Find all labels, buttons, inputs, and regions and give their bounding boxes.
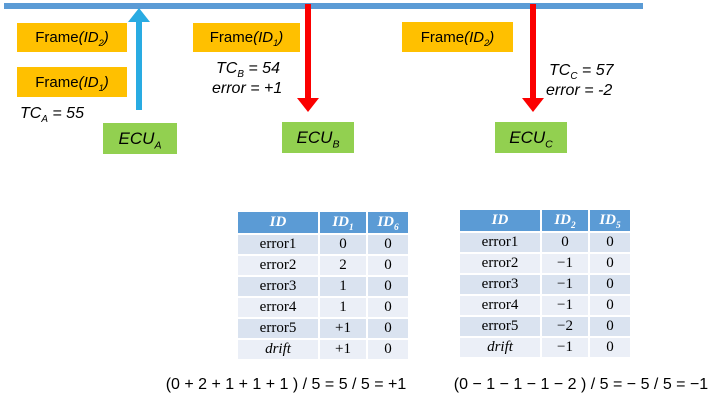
row-label-cell: drift — [460, 338, 540, 357]
header-cell: ID2 — [542, 210, 588, 231]
row-label-cell: error4 — [238, 298, 318, 317]
header-cell: ID1 — [320, 212, 366, 233]
value-cell: 0 — [590, 275, 630, 294]
ecu-label: ECUC — [509, 127, 553, 150]
table-row: error1 0 0 — [460, 233, 630, 252]
value-cell: 0 — [368, 319, 408, 338]
value-cell: 0 — [590, 317, 630, 336]
value-cell: −1 — [542, 254, 588, 273]
frame-box-a-id1: Frame(ID1) — [17, 67, 127, 97]
row-label-cell: error5 — [238, 319, 318, 338]
ecu-c-arrow-head-icon — [522, 98, 544, 112]
ecu-a-box: ECUA — [103, 123, 177, 154]
error-b-label: error = +1 — [212, 80, 283, 97]
frame-box-b-id1: Frame(ID1) — [193, 23, 300, 52]
value-cell: 0 — [368, 277, 408, 296]
table-row: error2 2 0 — [238, 256, 408, 275]
frame-label: Frame(ID1) — [209, 29, 284, 48]
value-cell: +1 — [320, 319, 366, 338]
frame-box-c-id2: Frame(ID2) — [402, 22, 513, 52]
ecu-a-arrow-head-icon — [128, 8, 150, 22]
header-cell: ID6 — [368, 212, 408, 233]
row-label-cell: error3 — [460, 275, 540, 294]
table-row: error5 +1 0 — [238, 319, 408, 338]
value-cell: 0 — [542, 233, 588, 252]
value-cell: 0 — [590, 296, 630, 315]
drift-formula-c: (0 − 1 − 1 − 1 − 2 ) / 5 = − 5 / 5 = −1 — [453, 376, 709, 393]
table-row: error3 1 0 — [238, 277, 408, 296]
value-cell: 1 — [320, 277, 366, 296]
value-cell: −2 — [542, 317, 588, 336]
row-label-cell: error2 — [460, 254, 540, 273]
row-label-cell: drift — [238, 340, 318, 359]
error-table-c: ID ID2 ID5 error1 0 0 error2 −1 0 error3… — [458, 208, 632, 359]
value-cell: 1 — [320, 298, 366, 317]
tc-b-label: TCB = 54 — [216, 60, 280, 81]
table-header-row: ID ID1 ID6 — [238, 212, 408, 233]
value-cell: 2 — [320, 256, 366, 275]
table-row: drift +1 0 — [238, 340, 408, 359]
row-label-cell: error4 — [460, 296, 540, 315]
value-cell: −1 — [542, 338, 588, 357]
ecu-label: ECUA — [118, 128, 162, 151]
error-c-label: error = -2 — [546, 82, 613, 99]
ecu-label: ECUB — [296, 127, 340, 150]
error-table-b: ID ID1 ID6 error1 0 0 error2 2 0 error3 … — [236, 210, 410, 361]
value-cell: 0 — [368, 298, 408, 317]
row-label-cell: error1 — [238, 235, 318, 254]
ecu-a-arrow-shaft — [136, 20, 142, 110]
row-label-cell: error2 — [238, 256, 318, 275]
table-row: error1 0 0 — [238, 235, 408, 254]
frame-box-a-id2: Frame(ID2) — [17, 23, 127, 52]
header-cell: ID — [460, 210, 540, 231]
table-header-row: ID ID2 ID5 — [460, 210, 630, 231]
value-cell: 0 — [590, 254, 630, 273]
bus-line — [4, 3, 643, 9]
header-cell: ID5 — [590, 210, 630, 231]
row-label-cell: error1 — [460, 233, 540, 252]
row-label-cell: error5 — [460, 317, 540, 336]
table-row: error4 −1 0 — [460, 296, 630, 315]
ecu-b-arrow-head-icon — [297, 98, 319, 112]
row-label-cell: error3 — [238, 277, 318, 296]
value-cell: 0 — [590, 338, 630, 357]
ecu-b-arrow-shaft — [305, 4, 311, 98]
table-row: error2 −1 0 — [460, 254, 630, 273]
frame-label: Frame(ID2) — [420, 28, 495, 48]
header-cell: ID — [238, 212, 318, 233]
value-cell: 0 — [590, 233, 630, 252]
value-cell: −1 — [542, 296, 588, 315]
frame-label: Frame(ID1) — [35, 73, 109, 93]
table-row: error3 −1 0 — [460, 275, 630, 294]
value-cell: 0 — [368, 256, 408, 275]
table-row: drift −1 0 — [460, 338, 630, 357]
ecu-c-box: ECUC — [495, 122, 567, 153]
value-cell: 0 — [368, 340, 408, 359]
table-row: error5 −2 0 — [460, 317, 630, 336]
tc-a-label: TCA = 55 — [20, 105, 84, 126]
value-cell: +1 — [320, 340, 366, 359]
frame-label: Frame(ID2) — [35, 29, 109, 48]
value-cell: 0 — [320, 235, 366, 254]
value-cell: −1 — [542, 275, 588, 294]
drift-formula-b: (0 + 2 + 1 + 1 + 1 ) / 5 = 5 / 5 = +1 — [165, 376, 407, 393]
ecu-b-box: ECUB — [282, 122, 354, 153]
ecu-c-arrow-shaft — [530, 4, 536, 98]
tc-c-label: TCC = 57 — [549, 62, 614, 83]
value-cell: 0 — [368, 235, 408, 254]
table-row: error4 1 0 — [238, 298, 408, 317]
